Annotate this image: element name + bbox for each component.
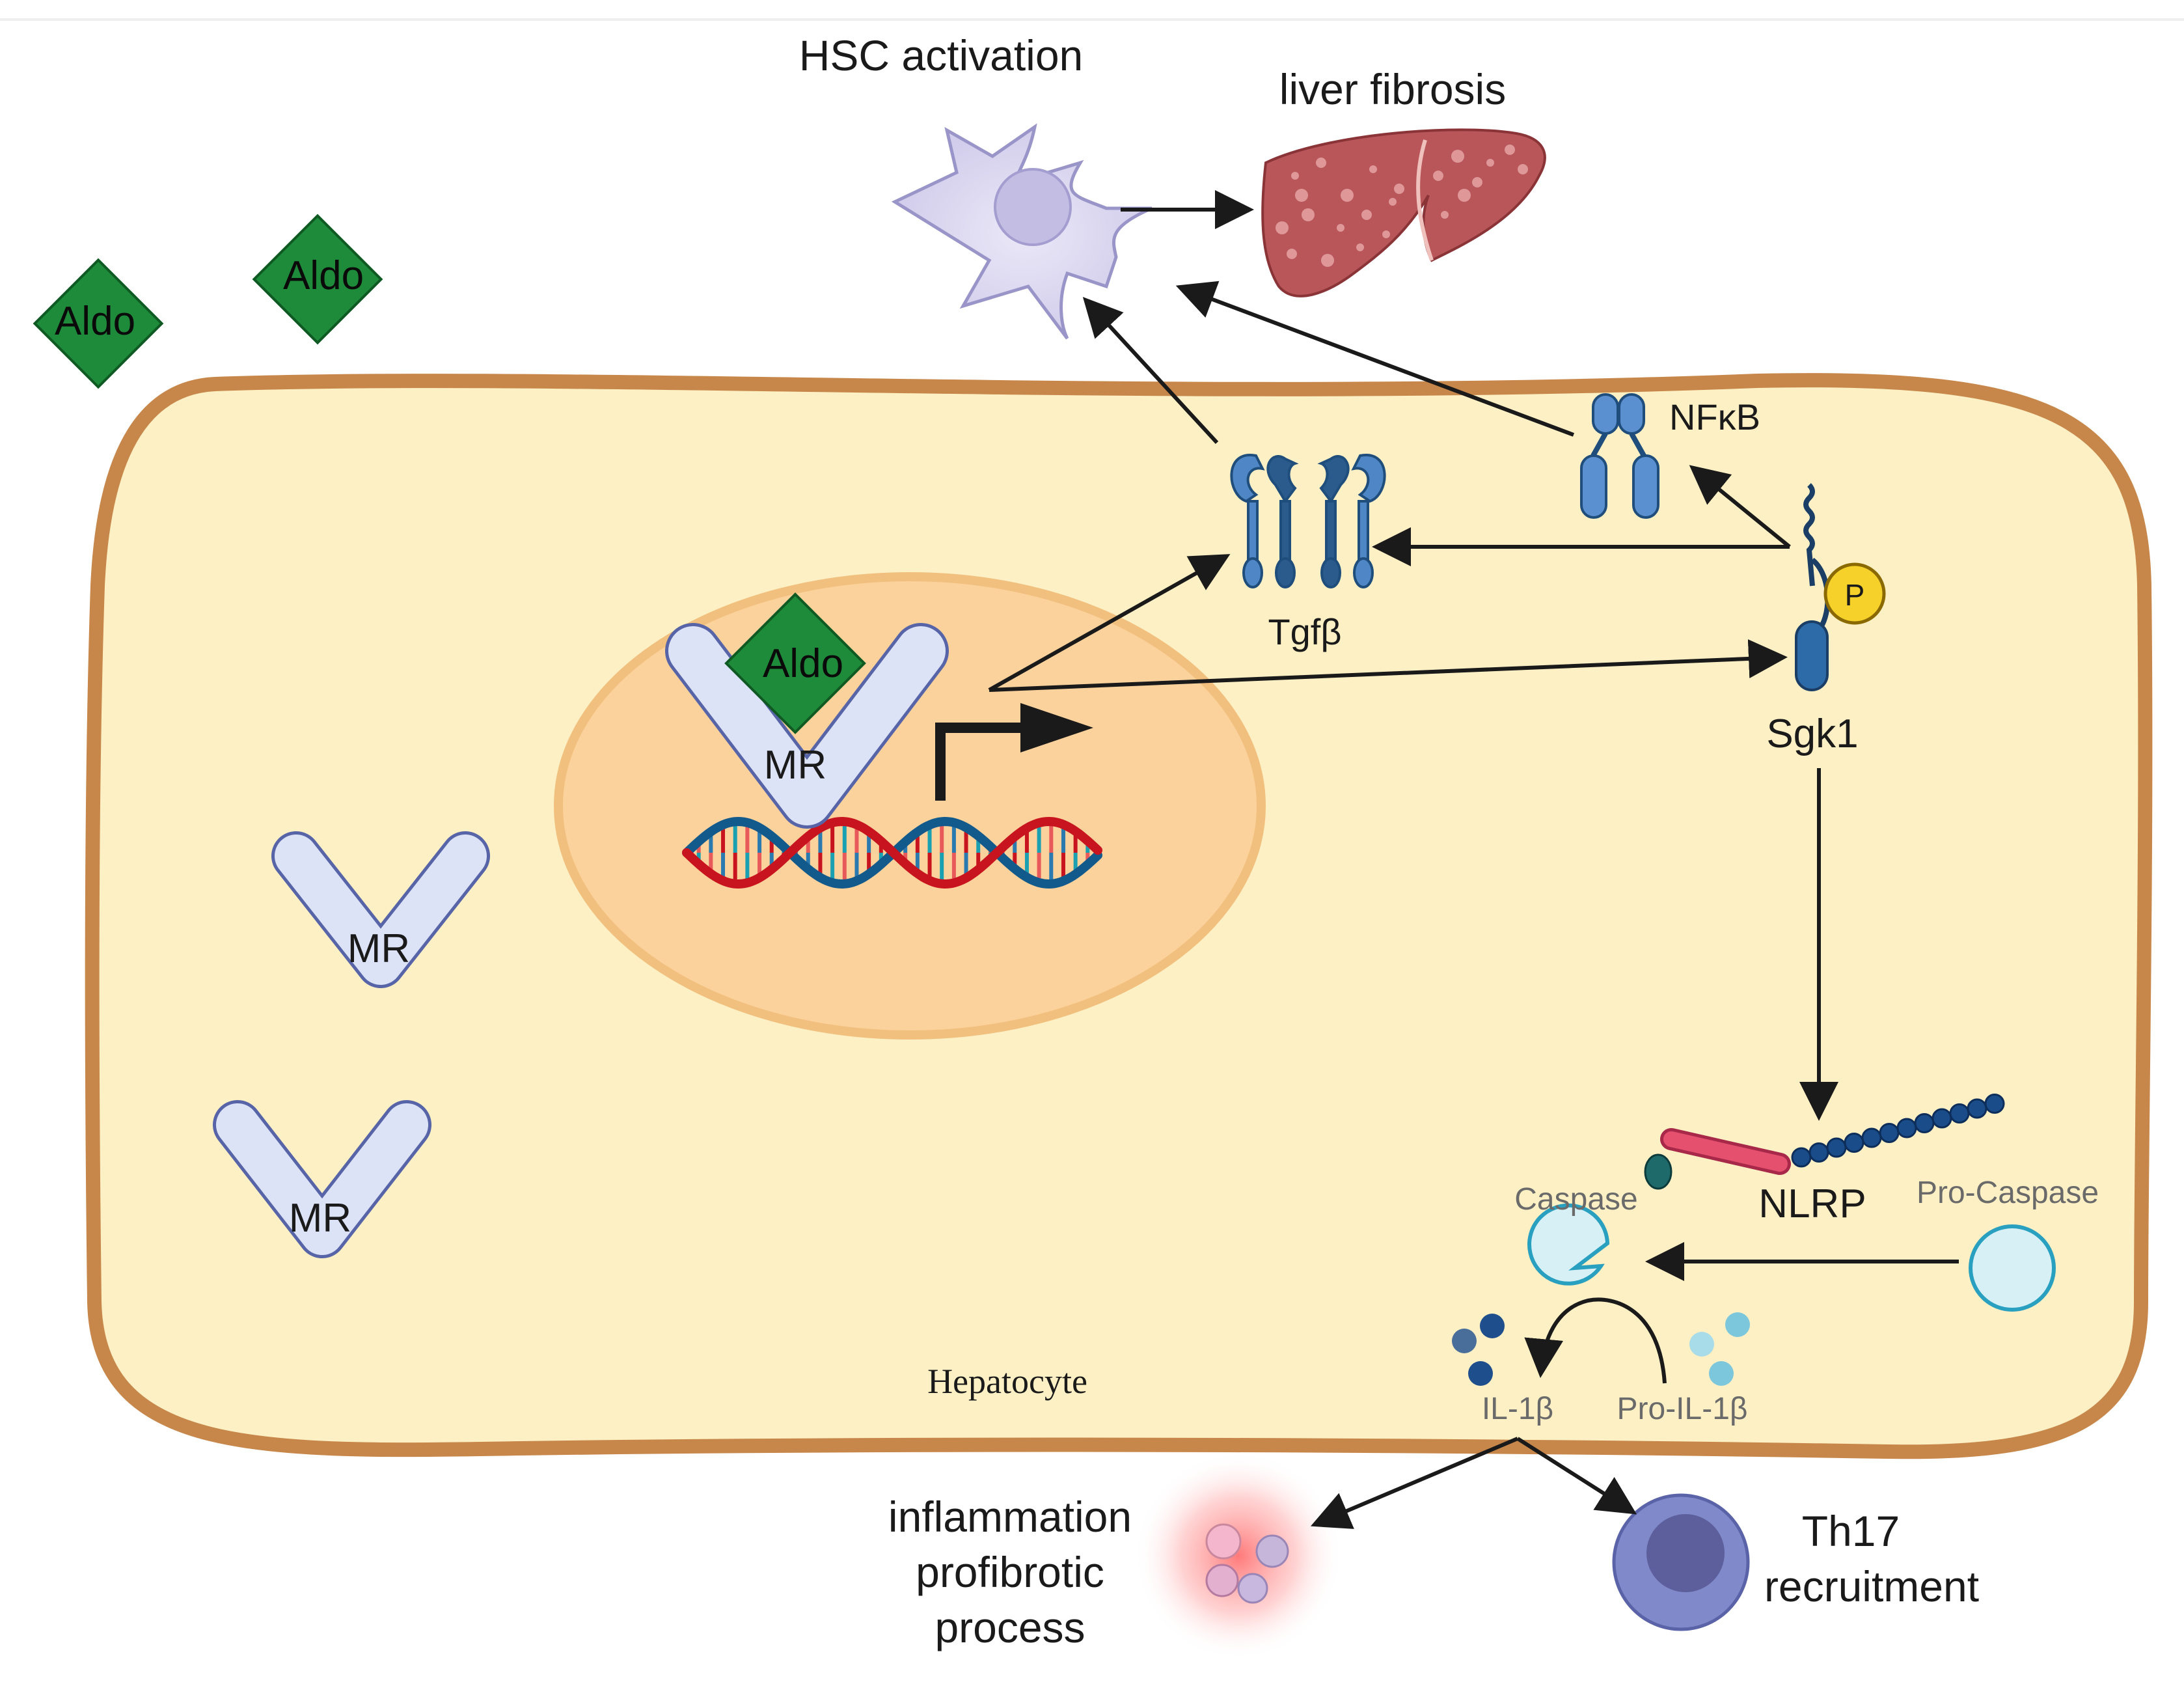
mr-receptor-cytoplasm-1: MR [271, 831, 490, 988]
inflammation-label-line2: profibrotic [916, 1548, 1104, 1596]
hepatocyte-label: Hepatocyte [927, 1362, 1087, 1401]
nlrp-inflammasome: NLRP [1644, 1094, 2005, 1226]
hsc-activation-label: HSC activation [799, 31, 1084, 79]
cleavage-arrow [1524, 1297, 1667, 1384]
caspase-label: Caspase [1514, 1182, 1637, 1217]
inflammation-label-line1: inflammation [888, 1493, 1132, 1541]
liver-fibrosis-label: liver fibrosis [1279, 65, 1506, 113]
arrow-gene-to-sgk1 [989, 639, 1788, 692]
th17-cell [1612, 1493, 1750, 1631]
inflammation-label-line3: process [935, 1603, 1085, 1651]
arrow-il1b-to-inflammation [1310, 1437, 1519, 1529]
aldo-molecule-nuclear: Aldo [724, 592, 866, 734]
pro-caspase-label: Pro-Caspase [1917, 1176, 2099, 1210]
aldo-molecule-2: Aldo [252, 214, 383, 345]
pro-caspase: Pro-Caspase [1917, 1176, 2099, 1312]
mr-label-2: MR [289, 1196, 351, 1241]
mr-label-nuclear: MR [764, 743, 826, 788]
caspase: Caspase [1514, 1182, 1638, 1286]
phosphate-group [1823, 562, 1886, 625]
fibrotic-liver: liver fibrosis [1261, 65, 1546, 297]
sgk1-label: Sgk1 [1766, 711, 1858, 756]
aldo-molecule-1: Aldo [33, 258, 164, 389]
il1b-label: IL-1β [1482, 1392, 1553, 1426]
pro-il1b-label: Pro-IL-1β [1617, 1392, 1748, 1426]
aldo-label-2: Aldo [283, 253, 364, 298]
nfkb-complex [1580, 393, 1659, 519]
aldo-label-1: Aldo [55, 299, 135, 344]
mr-receptor-cytoplasm-2: MR [213, 1100, 431, 1258]
inflammation-cells [1134, 1452, 1343, 1660]
arrow-nfkb-to-hsc [1175, 281, 1575, 437]
dna-helix [682, 816, 1102, 889]
arrow-tgfb-to-hsc [1082, 297, 1219, 445]
pro-il1b-molecules: Pro-IL-1β [1617, 1312, 1750, 1426]
pathway-arrows [988, 190, 1959, 1529]
th17-label-line1: Th17 [1802, 1507, 1900, 1555]
arrow-gene-to-tgfb [988, 554, 1231, 692]
nfkb-label: NFκB [1669, 396, 1760, 437]
tgfb-label: Tgfβ [1268, 611, 1341, 652]
mr-receptor-nuclear: MR [665, 623, 949, 829]
arrow-il1b-to-th17 [1516, 1437, 1637, 1515]
arrow-sgk1-to-nfkb [1689, 465, 1791, 549]
sgk1-kinase: P Sgk1 [1766, 483, 1886, 756]
th17-label-line2: recruitment [1764, 1562, 1979, 1610]
hepatic-stellate-cell: HSC activation [799, 31, 1153, 340]
aldo-label-nuclear: Aldo [763, 641, 843, 686]
mr-label-1: MR [348, 926, 410, 971]
phospho-label: P [1845, 578, 1865, 612]
hsc-nucleus [994, 168, 1072, 246]
transcription-start-arrow [935, 703, 1093, 801]
nlrp-label: NLRP [1758, 1181, 1866, 1226]
tgfb-receptor: Tgfβ [1230, 454, 1386, 652]
il1b-molecules: IL-1β [1452, 1314, 1553, 1426]
